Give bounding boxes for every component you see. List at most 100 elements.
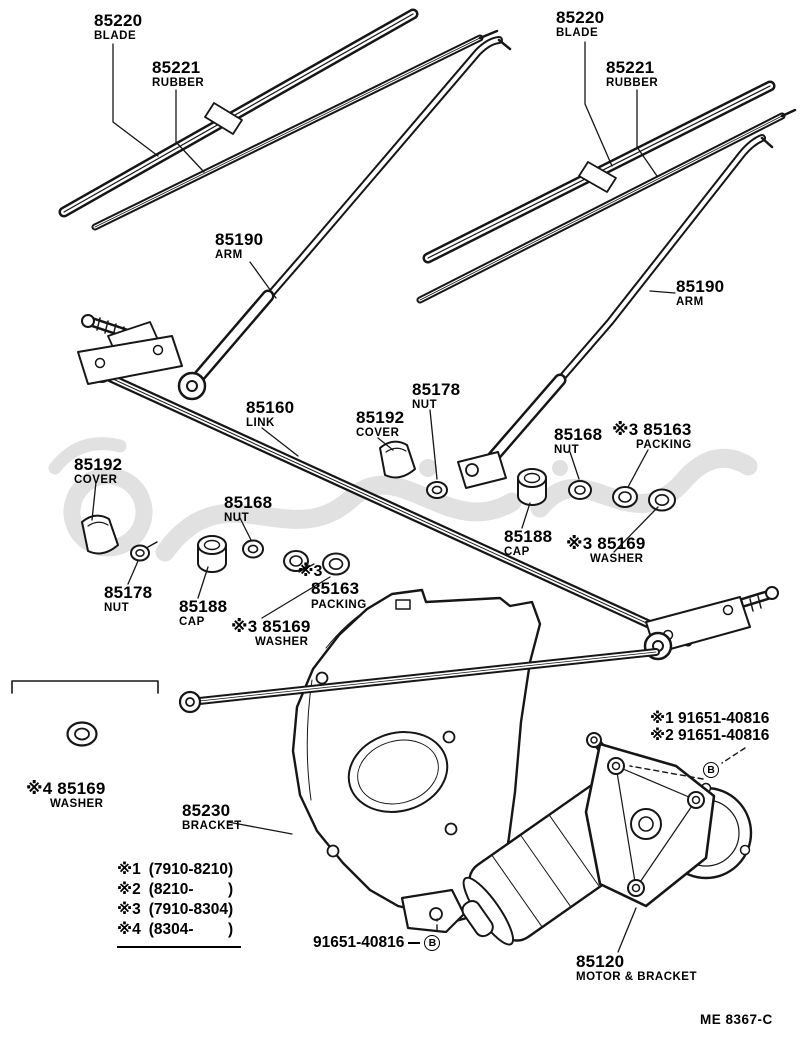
packing-left-drawing xyxy=(283,550,309,572)
callout-link: 85160 LINK xyxy=(246,398,295,430)
ref-mark: ※3 xyxy=(298,563,323,580)
part-number: ※3 85169 xyxy=(231,617,311,636)
part-name: WASHER xyxy=(50,798,104,811)
dashed-leaders xyxy=(436,747,746,931)
nut-85178-left-drawing xyxy=(130,541,158,562)
wiper-blade-left-drawing xyxy=(58,8,499,231)
part-name: RUBBER xyxy=(152,77,205,90)
part-name: COVER xyxy=(74,474,118,487)
callout-nut-85178-left: 85178 NUT xyxy=(104,583,153,615)
wiper-arm-left-drawing xyxy=(189,36,512,387)
legend-range: (8210- ) xyxy=(148,881,234,899)
cover-center-drawing xyxy=(379,440,416,479)
callout-bolt-bottom: 91651-40816 B xyxy=(313,934,441,952)
part-number: 85190 xyxy=(676,277,725,296)
callout-washer-left: ※3 85169 WASHER xyxy=(231,617,311,649)
callout-packing-left: ※3 85163 PACKING xyxy=(298,563,367,611)
callout-washer-bottom: ※4 85169 WASHER xyxy=(26,779,106,811)
dimension-bracket xyxy=(11,680,159,694)
washer-right-drawing xyxy=(648,488,676,512)
part-number: 85178 xyxy=(104,583,153,602)
legend-mark: ※2 xyxy=(117,881,141,899)
part-number: 85188 xyxy=(179,597,228,616)
part-name: ARM xyxy=(215,249,243,262)
callout-cap-right: 85188 CAP xyxy=(504,527,553,559)
legend-row: ※4 (8304- ) xyxy=(117,920,233,940)
part-name: BLADE xyxy=(94,30,137,43)
nut-center-drawing xyxy=(426,481,448,499)
callout-bolt-2: ※2 91651-40816 xyxy=(650,727,770,744)
part-number: 85192 xyxy=(74,455,123,474)
part-number: 85188 xyxy=(504,527,553,546)
callout-nut-85168-left: 85168 NUT xyxy=(224,493,273,525)
wiper-arm-right-drawing xyxy=(457,134,774,489)
part-name: WASHER xyxy=(255,636,309,649)
legend-mark: ※4 xyxy=(117,921,141,939)
callout-blade-right: 85220 BLADE xyxy=(556,8,605,40)
legend-row: ※3 (7910-8304) xyxy=(117,900,233,920)
part-number: 85221 xyxy=(152,58,201,77)
part-number: 91651-40816 xyxy=(313,934,405,951)
part-name: NUT xyxy=(104,602,130,615)
part-number: 85192 xyxy=(356,408,405,427)
pivot-left-drawing xyxy=(77,314,207,401)
part-name: CAP xyxy=(179,616,205,629)
part-number: 85190 xyxy=(215,230,264,249)
document-code: ME 8367-C xyxy=(700,1012,773,1027)
callout-cover-left: 85192 COVER xyxy=(74,455,123,487)
part-number: 85168 xyxy=(554,425,603,444)
pivot-right-drawing xyxy=(643,586,779,661)
callout-packing-right: ※3 85163 PACKING xyxy=(612,420,692,452)
callout-arm-left: 85190 ARM xyxy=(215,230,264,262)
part-number: ※3 85169 xyxy=(566,534,646,553)
legend-row: ※1 (7910-8210) xyxy=(117,860,233,880)
part-number: 85120 xyxy=(576,952,625,971)
legend-mark: ※1 xyxy=(117,861,141,878)
nut-right-drawing xyxy=(568,480,592,500)
callout-bolt-1: ※1 91651-40816 xyxy=(650,710,770,727)
part-number: 85178 xyxy=(412,380,461,399)
part-name: BRACKET xyxy=(182,820,242,833)
nut-85168-left-drawing xyxy=(242,539,264,559)
legend-mark: ※3 xyxy=(117,901,141,919)
part-name: NUT xyxy=(412,399,438,412)
part-name: PACKING xyxy=(636,439,692,452)
part-name: BLADE xyxy=(556,27,599,40)
part-name: NUT xyxy=(554,444,580,457)
part-number: 85168 xyxy=(224,493,273,512)
circled-b-marker: B xyxy=(424,935,441,951)
callout-nut-right: 85168 NUT xyxy=(554,425,603,457)
part-name: PACKING xyxy=(311,598,367,611)
legend-row: ※2 (8210- ) xyxy=(117,880,233,900)
packing-right-drawing xyxy=(612,486,638,508)
part-name: WASHER xyxy=(590,553,644,566)
part-number: 85163 xyxy=(311,579,360,599)
part-name: NUT xyxy=(224,512,250,525)
part-number: 85220 xyxy=(556,8,605,27)
part-number: ※3 85163 xyxy=(612,420,692,439)
callout-nut-center: 85178 NUT xyxy=(412,380,461,412)
callout-cover-center: 85192 COVER xyxy=(356,408,405,440)
wiper-blade-right-drawing xyxy=(416,80,797,304)
callout-bracket: 85230 BRACKET xyxy=(182,801,242,833)
callout-arm-right: 85190 ARM xyxy=(676,277,725,309)
lower-link-drawing xyxy=(178,648,660,714)
part-number: 85160 xyxy=(246,398,295,417)
cap-right-drawing xyxy=(517,468,547,506)
part-name: ARM xyxy=(676,296,704,309)
date-range-legend: ※1 (7910-8210) ※2 (8210- ) ※3 (7910-8304… xyxy=(117,860,242,948)
part-number: 85230 xyxy=(182,801,231,820)
part-number: 85221 xyxy=(606,58,655,77)
callout-rubber-left: 85221 RUBBER xyxy=(152,58,205,90)
callout-washer-right: ※3 85169 WASHER xyxy=(566,534,646,566)
part-name: CAP xyxy=(504,546,530,559)
callout-rubber-right: 85221 RUBBER xyxy=(606,58,658,90)
dashed-connector xyxy=(408,942,421,944)
legend-range: (8304- ) xyxy=(148,921,234,939)
callout-cap-left: 85188 CAP xyxy=(179,597,228,629)
leader-lines xyxy=(91,41,676,953)
part-number: ※4 85169 xyxy=(26,779,106,798)
part-name: LINK xyxy=(246,417,275,430)
